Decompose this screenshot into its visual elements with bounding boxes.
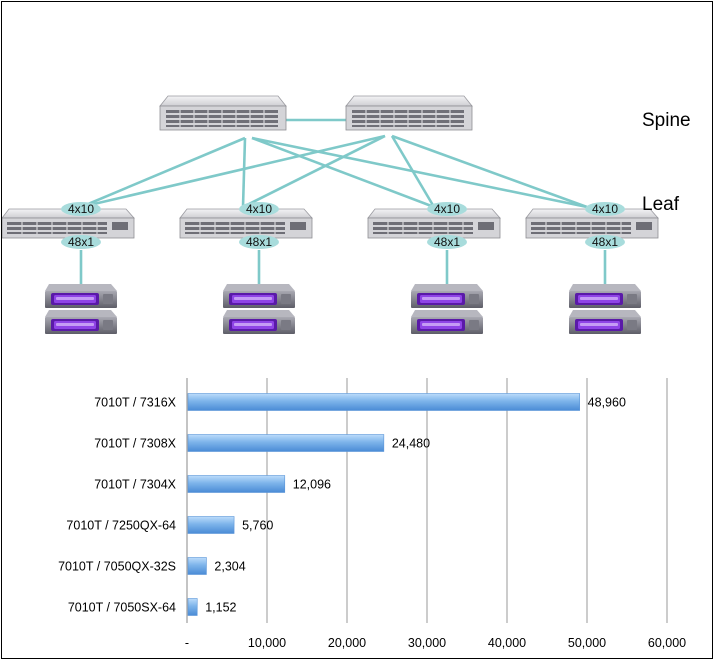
downlink-badge <box>585 235 625 249</box>
downlink-label: 48x1 <box>246 235 272 249</box>
uplink-badge <box>585 202 625 216</box>
bar-value-label: 48,960 <box>588 396 626 410</box>
chart-bar <box>187 475 286 493</box>
server-stack <box>411 284 483 334</box>
uplink-label: 4x10 <box>246 202 272 216</box>
spine-leaf-link <box>80 134 386 209</box>
server-stack <box>223 284 295 334</box>
x-tick-label: - <box>185 636 189 650</box>
uplink-label: 4x10 <box>68 202 94 216</box>
chart-bar <box>187 557 207 575</box>
x-tick-label: 10,000 <box>248 636 286 650</box>
downlink-badge <box>239 235 279 249</box>
spine-leaf-link <box>242 134 386 209</box>
topology-links <box>79 118 607 284</box>
chart-bar <box>187 516 235 534</box>
chart-bar <box>187 393 580 411</box>
uplink-label: 4x10 <box>592 202 618 216</box>
downlink-badge <box>61 235 101 249</box>
downlink-badge <box>427 235 467 249</box>
spine-tier <box>159 95 473 131</box>
spine-switch <box>345 95 473 131</box>
spine-leaf-link <box>251 136 588 209</box>
y-category-label: 7010T / 7308X <box>94 437 176 451</box>
y-category-label: 7010T / 7316X <box>94 396 176 410</box>
x-tick-label: 60,000 <box>648 636 686 650</box>
uplink-badge <box>427 202 467 216</box>
server-stack <box>45 284 117 334</box>
chart-bar <box>187 434 385 452</box>
chart-tick-labels: - 10,000 20,000 30,000 40,000 50,000 60,000 <box>185 636 686 650</box>
y-category-label: 7010T / 7050SX-64 <box>68 601 176 615</box>
leaf-node: 4x10 48x1 <box>525 202 659 334</box>
downlink-label: 48x1 <box>68 235 94 249</box>
server-stack <box>569 284 641 334</box>
bar-chart: 48,960 24,480 12,096 5,760 2,304 1,152 7010T … <box>58 378 686 650</box>
uplink-label: 4x10 <box>434 202 460 216</box>
y-category-label: 7010T / 7304X <box>94 478 176 492</box>
bar-value-label: 1,152 <box>205 601 236 615</box>
bar-value-label: 24,480 <box>392 437 430 451</box>
bar-value-label: 12,096 <box>293 478 331 492</box>
bar-value-label: 5,760 <box>242 519 273 533</box>
chart-bars: 48,960 24,480 12,096 5,760 2,304 1,152 <box>187 393 626 616</box>
chart-category-labels: 7010T / 7316X 7010T / 7308X 7010T / 7304X 7… <box>58 396 177 615</box>
y-category-label: 7010T / 7050QX-32S <box>58 560 176 574</box>
leaf-node: 4x10 48x1 <box>367 202 501 334</box>
chart-gridlines <box>186 378 668 623</box>
uplink-badge <box>239 202 279 216</box>
x-tick-label: 40,000 <box>488 636 526 650</box>
leaf-node: 4x10 48x1 <box>2 202 135 334</box>
chart-bar <box>187 598 198 616</box>
spine-leaf-link <box>251 136 435 209</box>
y-category-label: 7010T / 7250QX-64 <box>66 519 176 533</box>
bar-value-label: 2,304 <box>214 560 245 574</box>
uplink-badge <box>61 202 101 216</box>
leaf-label: Leaf <box>642 194 680 215</box>
leaf-node: 4x10 48x1 <box>179 202 313 334</box>
x-tick-label: 20,000 <box>328 636 366 650</box>
spine-label: Spine <box>642 110 691 131</box>
spine-switch <box>159 95 287 131</box>
spine-leaf-link <box>391 134 588 209</box>
spine-leaf-link <box>80 136 246 209</box>
downlink-label: 48x1 <box>434 235 460 249</box>
leaf-tier: 4x10 48x1 4x10 48x1 4x10 48x1 4x10 48x1 <box>2 202 659 334</box>
downlink-label: 48x1 <box>592 235 618 249</box>
x-tick-label: 50,000 <box>568 636 606 650</box>
x-tick-label: 30,000 <box>408 636 446 650</box>
spine-leaf-link <box>241 137 247 208</box>
